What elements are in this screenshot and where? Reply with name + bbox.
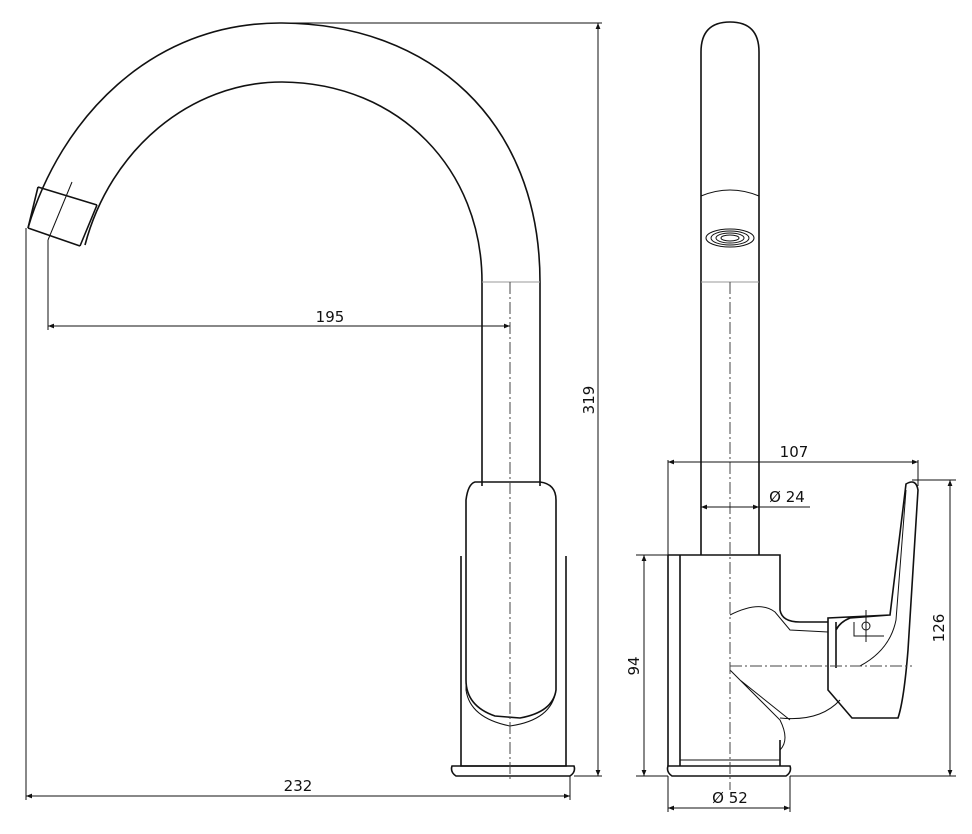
dim-label-spout-dia: Ø 24 [769, 488, 805, 506]
spout-column [700, 21, 760, 555]
front-view: 107 Ø 24 94 126 Ø 52 [625, 21, 956, 812]
dim-label-width: 232 [284, 777, 313, 795]
dim-label-depth: 107 [780, 443, 809, 461]
spout-outer-arc [27, 22, 541, 486]
spout-tip-line [700, 189, 760, 197]
front-base-plate [666, 765, 792, 777]
lever-shell [465, 481, 557, 719]
base-plate [450, 765, 576, 777]
front-lever [827, 481, 919, 719]
dim-label-height: 319 [580, 386, 598, 415]
side-view: 195 319 232 [25, 22, 602, 800]
front-lever-shade [853, 489, 907, 667]
front-body-curves [729, 606, 829, 751]
spout-inner-arc [84, 81, 483, 486]
lever-bottom-curve [779, 699, 841, 720]
front-body [667, 554, 828, 766]
lever-inner [465, 560, 557, 727]
spout-nozzle [27, 186, 98, 247]
dim-label-base-dia: Ø 52 [712, 789, 748, 807]
nozzle-axis [47, 181, 73, 241]
body-outline [460, 556, 567, 767]
aerator-icon [705, 228, 755, 248]
dim-label-body-height: 94 [625, 656, 643, 675]
dim-label-lever-height: 126 [930, 614, 948, 643]
dim-label-reach: 195 [316, 308, 345, 326]
